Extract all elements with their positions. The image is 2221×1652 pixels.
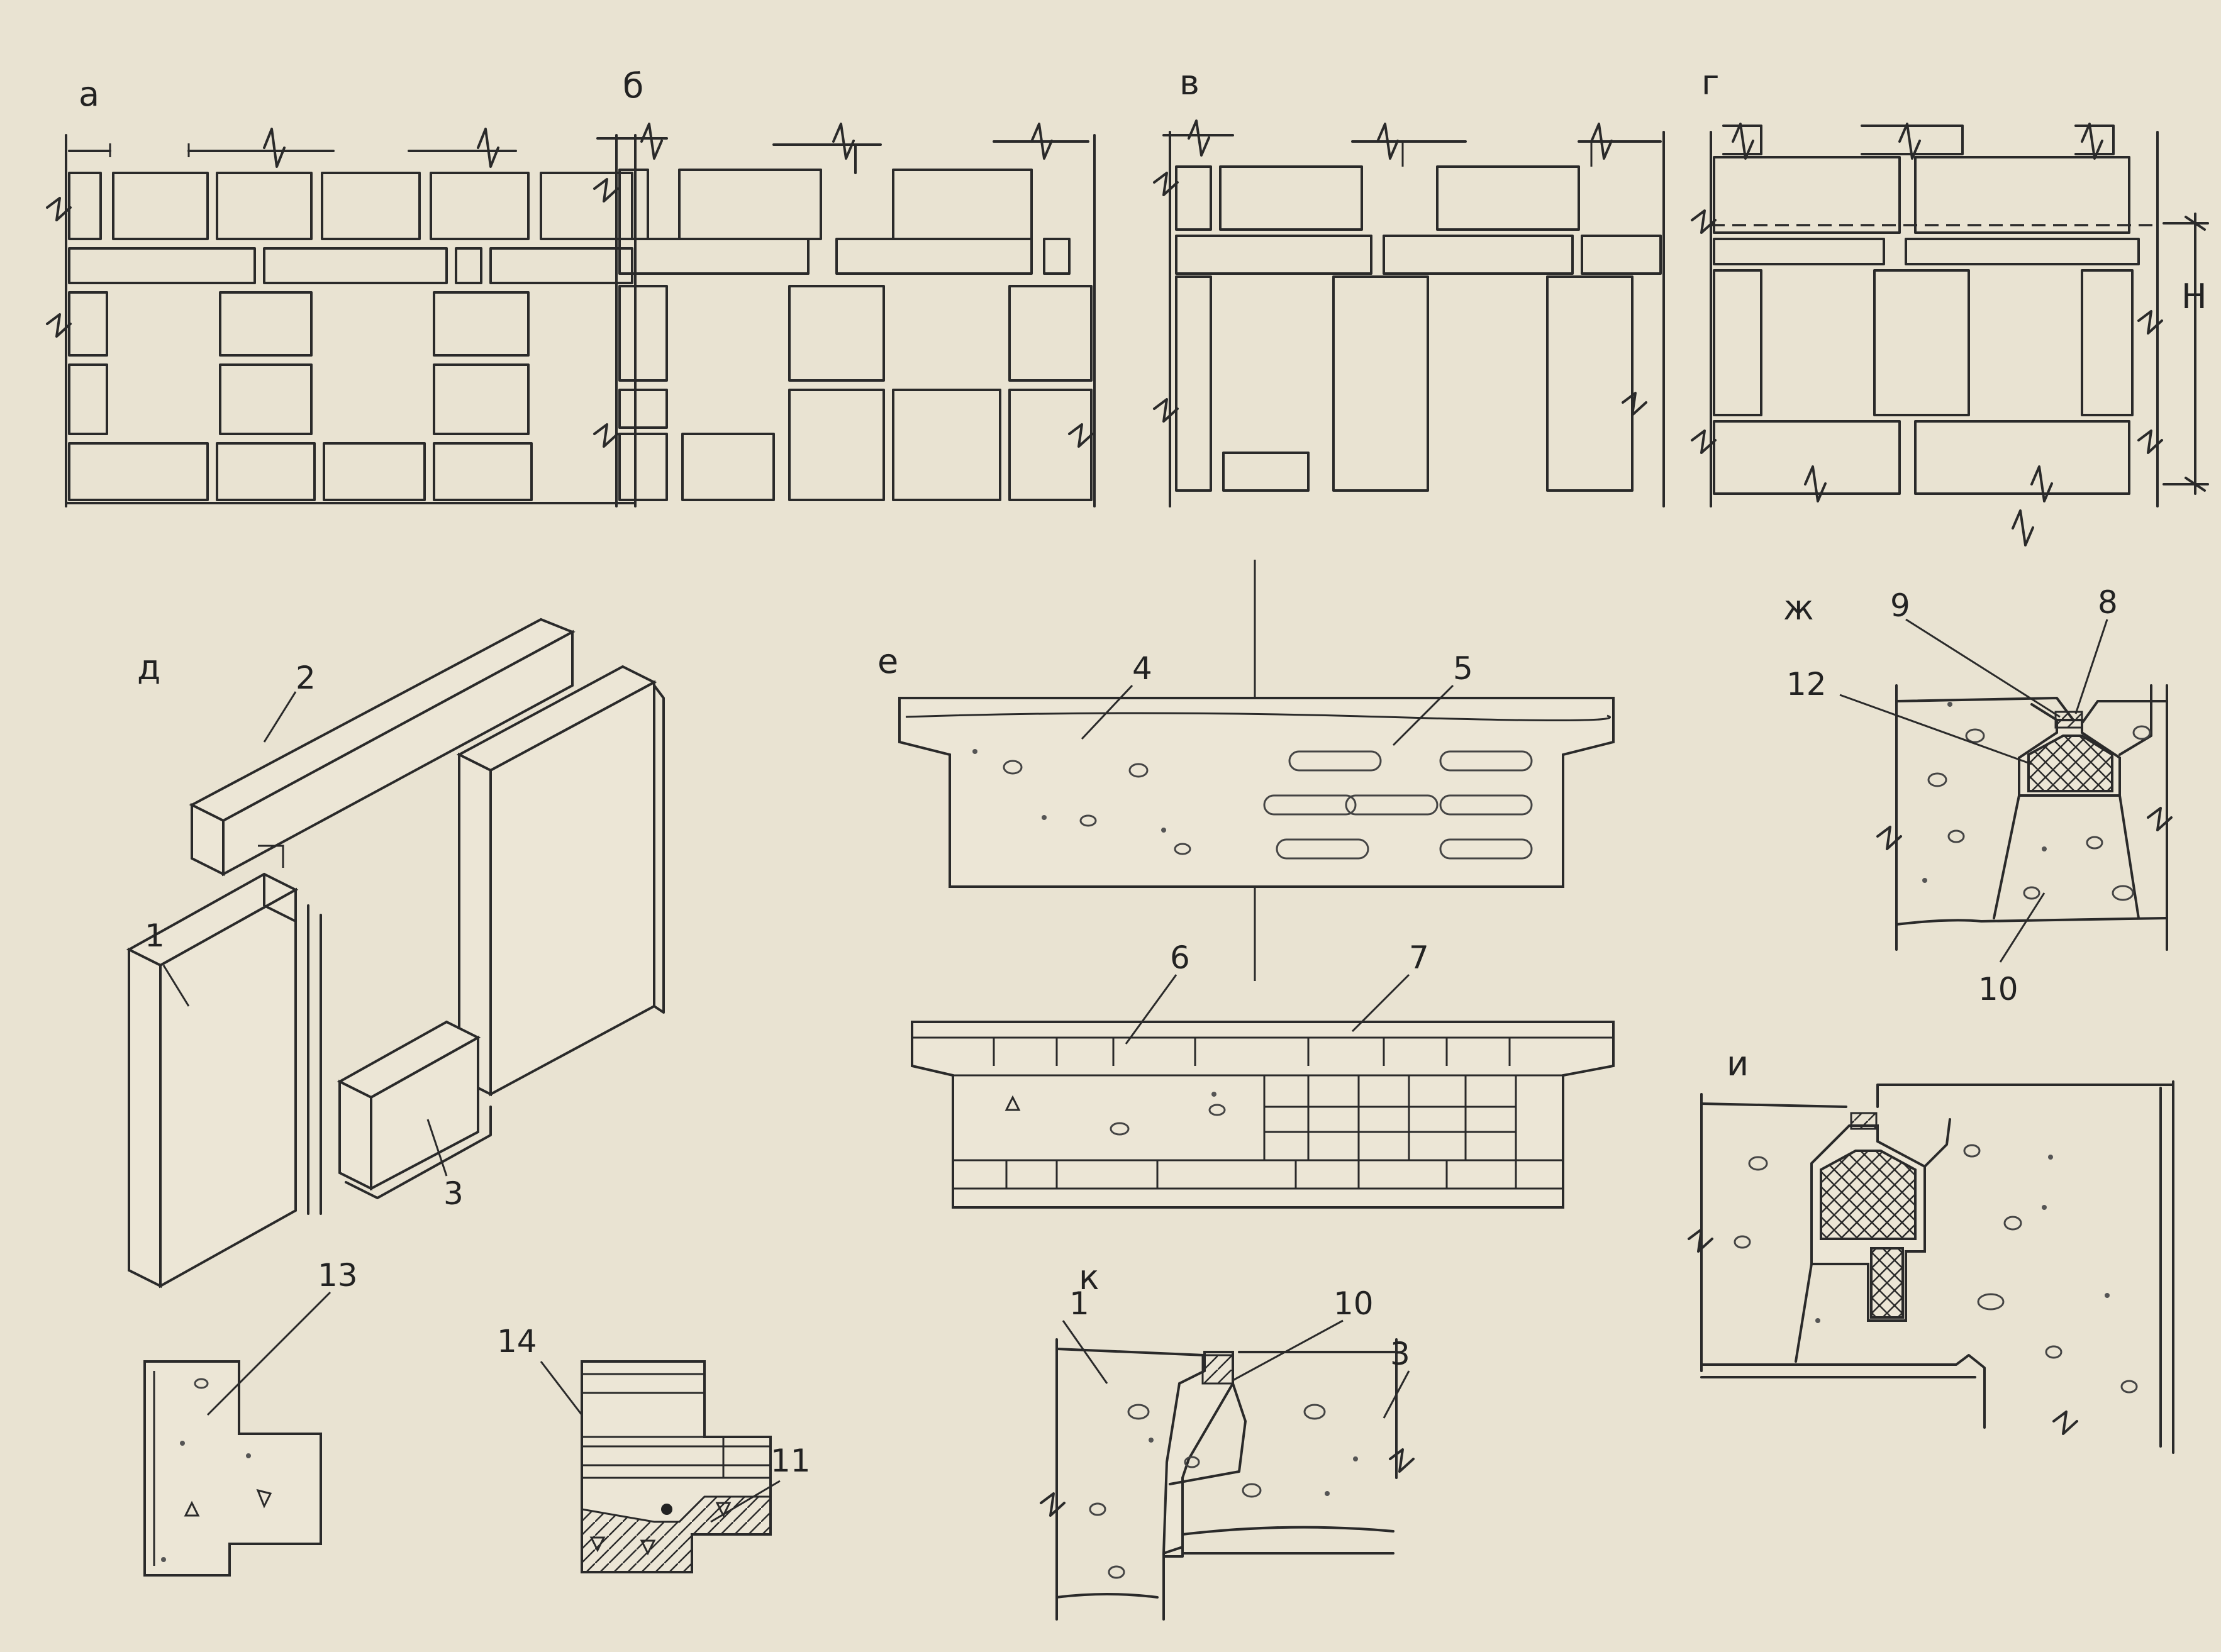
section-14-block: 14 11 (497, 1323, 811, 1573)
callout-8: 8 (2098, 584, 2118, 621)
panel-v-label: в (1179, 63, 1200, 103)
panel-e-beam-sections: е 4 5 6 7 (877, 560, 1615, 1209)
panel-b-wall-elevation: б (593, 66, 1096, 507)
callout-13: 13 (318, 1257, 358, 1294)
panel-zh-joint-detail: ж 9 8 12 10 (1783, 584, 2173, 1007)
callout-7: 7 (1409, 940, 1429, 976)
dimension-h-label: Н (2181, 277, 2207, 316)
panel-g-wall-elevation: г Н (1691, 63, 2209, 546)
panel-g-label: г (1701, 63, 1719, 103)
panel-zh-label: ж (1783, 588, 1814, 628)
panel-v-wall-elevation: в (1153, 63, 1665, 507)
panel-a-wall-elevation: а (46, 74, 637, 507)
callout-4: 4 (1132, 650, 1152, 687)
callout-14: 14 (497, 1323, 537, 1360)
callout-1: 1 (145, 917, 165, 954)
callout-6: 6 (1170, 940, 1190, 976)
panel-a-label: а (79, 74, 99, 114)
panel-i-label: и (1727, 1044, 1749, 1084)
callout-10-k: 10 (1333, 1285, 1374, 1322)
panel-e-label: е (877, 641, 898, 681)
callout-3-k: 3 (1390, 1336, 1410, 1372)
callout-11: 11 (771, 1443, 811, 1479)
callout-3: 3 (443, 1175, 464, 1212)
panel-i-corner-joint: и (1688, 1044, 2174, 1454)
callout-5: 5 (1453, 650, 1473, 687)
section-13-block: 13 (143, 1257, 358, 1577)
panel-d-isometric-blocks: д 2 1 3 (126, 618, 665, 1289)
panel-b-label: б (623, 66, 643, 106)
panel-d-label: д (137, 648, 160, 687)
callout-1-k: 1 (1069, 1285, 1089, 1322)
callout-2: 2 (296, 660, 316, 696)
panel-k-label: к (1079, 1258, 1099, 1297)
panel-k-joint-detail: к 1 10 3 (1040, 1258, 1415, 1621)
callout-9: 9 (1890, 587, 1910, 624)
callout-10-zh: 10 (1978, 971, 2018, 1007)
callout-12: 12 (1786, 666, 1827, 702)
